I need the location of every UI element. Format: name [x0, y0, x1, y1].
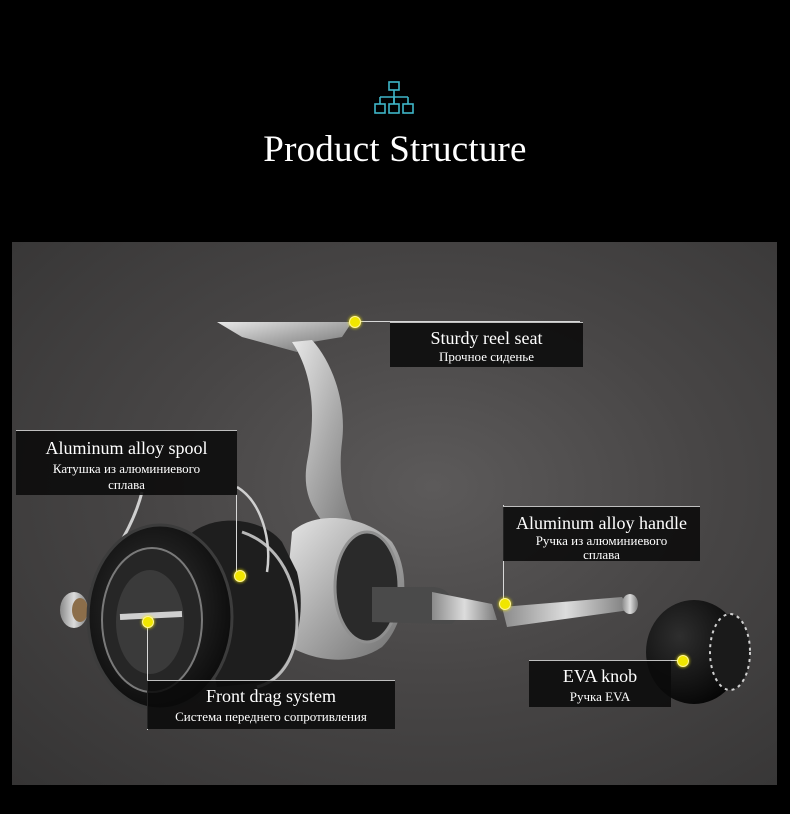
callout-spool: Aluminum alloy spool Катушка из алюминие…: [16, 430, 237, 495]
reel-seat-label-en: Sturdy reel seat: [430, 328, 543, 348]
spool-leader: [236, 494, 237, 574]
callout-reel-seat: Sturdy reel seat Прочное сиденье: [390, 322, 583, 367]
hierarchy-icon: [374, 81, 414, 114]
drag-leader: [147, 620, 148, 730]
callout-knob: EVA knob Ручка EVA: [529, 660, 671, 707]
callout-handle: Aluminum alloy handle Ручка из алюминиев…: [503, 506, 700, 562]
handle-marker: [499, 598, 511, 610]
knob-label-ru: Ручка EVA: [569, 689, 631, 704]
drag-label-ru: Система переднего сопротивления: [175, 709, 367, 724]
drag-label-en: Front drag system: [206, 686, 336, 706]
spool-label-en: Aluminum alloy spool: [45, 438, 208, 458]
handle-label-en: Aluminum alloy handle: [516, 513, 687, 533]
reel-seat-marker: [349, 316, 361, 328]
reel-seat-leader: [355, 321, 580, 322]
fishing-reel-illustration: [60, 322, 751, 711]
drag-marker: [142, 616, 154, 628]
knob-marker: [677, 655, 689, 667]
reel-seat-label-ru: Прочное сиденье: [439, 349, 534, 364]
handle-label-ru: Ручка из алюминиевого сплава: [535, 533, 668, 562]
knob-label-en: EVA knob: [562, 666, 638, 686]
spool-marker: [234, 570, 246, 582]
callout-drag: Front drag system Система переднего сопр…: [147, 680, 395, 729]
page-title: Product Structure: [263, 129, 527, 170]
spool-label-ru: Катушка из алюминиевого сплава: [52, 461, 201, 492]
